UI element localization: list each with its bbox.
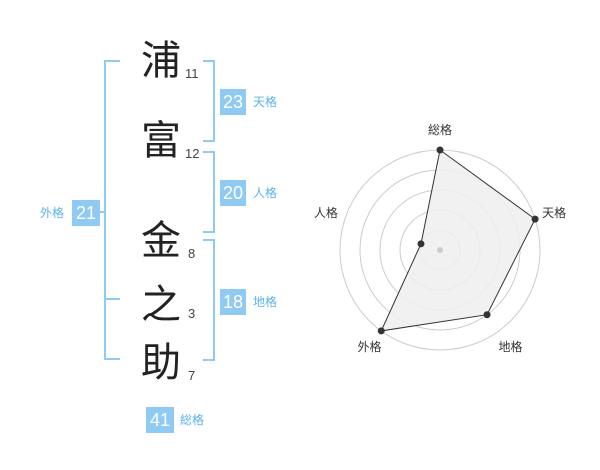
radar-axis-label-1: 総格 — [428, 122, 452, 137]
tenkaku-label: 天格 — [253, 95, 278, 109]
name-char-2: 富 — [141, 118, 181, 164]
chikaku-value: 18 — [220, 289, 246, 315]
name-char-5: 助 — [141, 340, 181, 386]
stroke-count-3: 8 — [188, 246, 196, 261]
name-char-4: 之 — [141, 282, 181, 328]
stroke-count-4: 3 — [188, 306, 196, 321]
name-char-3: 金 — [141, 218, 181, 264]
chikaku-bracket — [203, 239, 215, 361]
gaikaku-bracket — [104, 60, 120, 360]
radar-axis-label-5: 人格 — [314, 205, 338, 220]
radar-point-3 — [483, 311, 491, 319]
stroke-count-1: 11 — [185, 66, 199, 81]
radar-grid-ring — [359, 169, 521, 331]
radar-point-5 — [417, 240, 425, 248]
jinkaku-label: 人格 — [253, 186, 278, 200]
radar-point-1 — [436, 146, 444, 154]
tenkaku-bracket — [203, 60, 215, 142]
radar-point-2 — [531, 215, 539, 223]
radar-grid-ring — [379, 189, 501, 311]
radar-grid-ring — [419, 229, 461, 271]
stroke-count-2: 12 — [185, 146, 200, 161]
radar-axis-label-2: 天格 — [542, 205, 566, 220]
chikaku-label: 地格 — [253, 295, 278, 309]
name-char-1: 浦 — [141, 38, 181, 84]
radar-axis-label-4: 外格 — [357, 339, 381, 354]
radar-center-point — [437, 247, 443, 253]
radar-axis-label-3: 地格 — [499, 339, 523, 354]
jinkaku-bracket — [203, 151, 215, 233]
stroke-count-5: 7 — [188, 368, 196, 383]
soukaku-value: 41 — [146, 407, 174, 433]
radar-grid-ring — [339, 149, 541, 351]
gaikaku-value: 21 — [72, 200, 100, 226]
radar-grid-ring — [399, 209, 481, 291]
jinkaku-value: 20 — [220, 180, 246, 206]
gaikaku-bracket-mid — [104, 298, 120, 300]
radar-point-4 — [377, 327, 385, 335]
gaikaku-bracket-stub — [96, 211, 106, 213]
gaikaku-label: 外格 — [40, 206, 65, 220]
radar-data-polygon — [380, 149, 536, 332]
tenkaku-value: 23 — [220, 89, 246, 115]
soukaku-label: 総格 — [180, 413, 205, 427]
